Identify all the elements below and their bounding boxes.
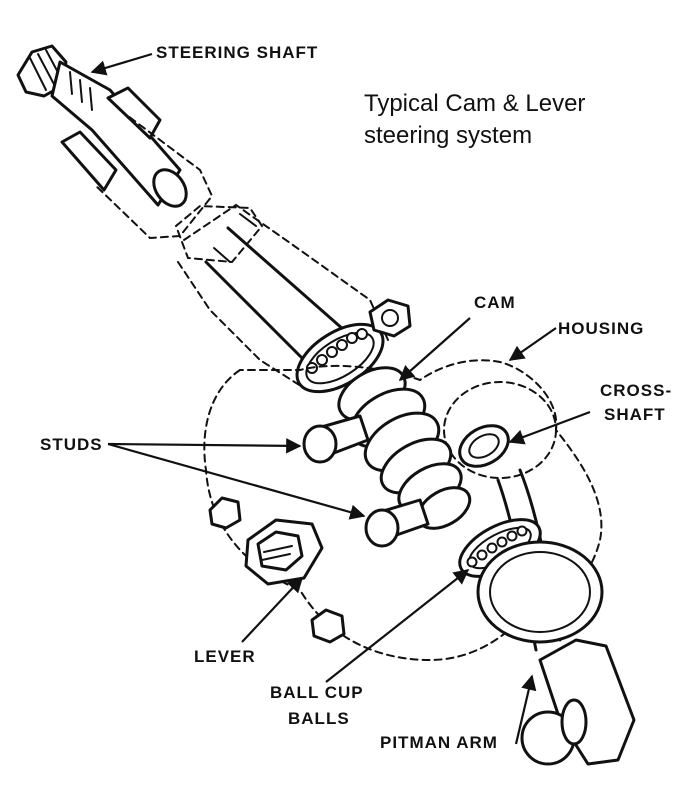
pitman-arm-label: PITMAN ARM bbox=[380, 733, 498, 752]
pitman-arm-leader bbox=[514, 674, 537, 745]
cross-shaft-leader bbox=[508, 410, 591, 445]
pitman-arm-part bbox=[520, 638, 636, 766]
ball-cup-part bbox=[458, 518, 604, 644]
lever-leader bbox=[241, 576, 304, 643]
housing-part bbox=[203, 359, 603, 662]
title-line-1: Typical Cam & Lever bbox=[364, 90, 585, 117]
cam-label: CAM bbox=[474, 293, 516, 312]
title-line-2: steering system bbox=[364, 122, 532, 149]
studs-leader-upper bbox=[107, 438, 302, 454]
cam-leader bbox=[398, 317, 471, 382]
studs-leader-lower bbox=[107, 442, 366, 520]
steering-shaft-leader bbox=[90, 52, 153, 76]
steering-shaft-label: STEERING SHAFT bbox=[156, 43, 318, 62]
housing-label: HOUSING bbox=[558, 319, 644, 338]
lever-label: LEVER bbox=[194, 647, 256, 666]
ball-cup-label-line-1: BALL CUP bbox=[270, 683, 364, 702]
ball-cup-label-line-2: BALLS bbox=[288, 709, 350, 728]
cam-part bbox=[337, 366, 472, 530]
steering-shaft-part bbox=[16, 44, 264, 264]
ball-cup-leader bbox=[325, 569, 470, 683]
leader-lines bbox=[90, 52, 591, 745]
studs-part bbox=[302, 414, 430, 548]
lever-part bbox=[208, 496, 346, 644]
housing-leader bbox=[508, 327, 557, 361]
cross-shaft-label-line-1: CROSS- bbox=[600, 381, 672, 400]
studs-label: STUDS bbox=[40, 435, 103, 454]
cross-shaft-label-line-2: SHAFT bbox=[604, 405, 666, 424]
